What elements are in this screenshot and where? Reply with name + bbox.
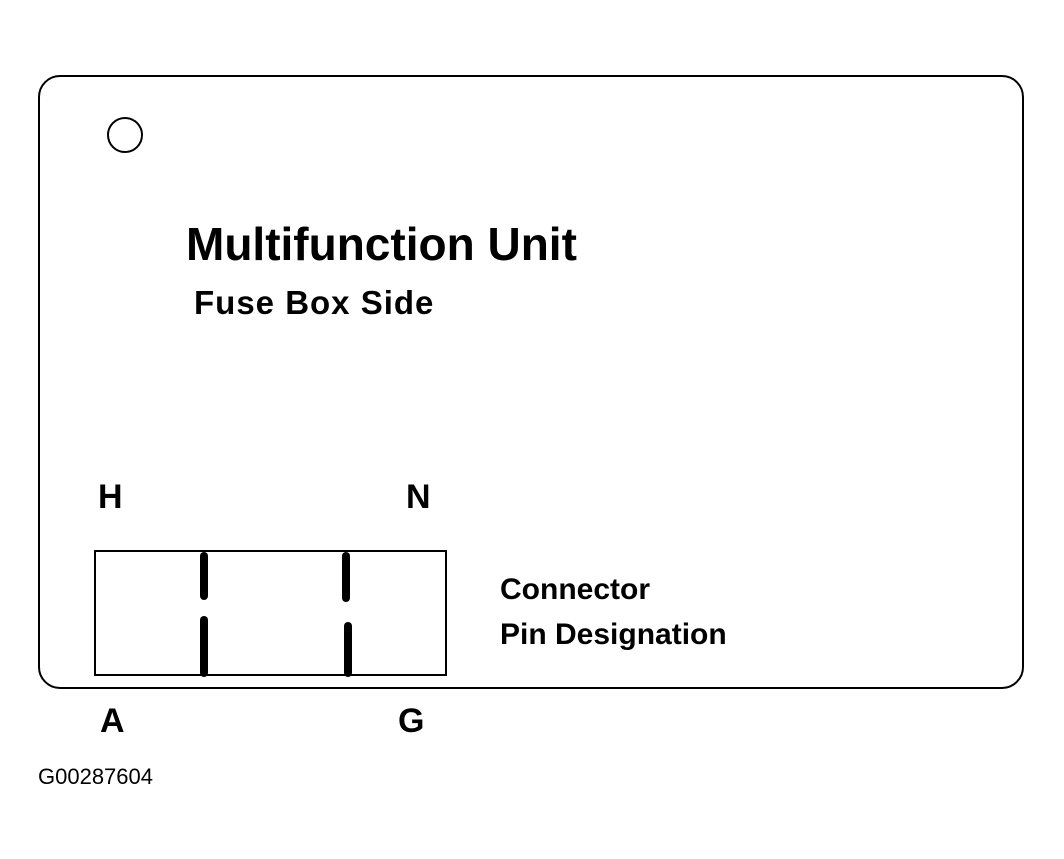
multifunction-unit-outline xyxy=(38,75,1024,689)
pin-label-a: A xyxy=(100,702,125,740)
pin-label-h: H xyxy=(98,478,123,516)
unit-subtitle: Fuse Box Side xyxy=(194,284,435,321)
pin-label-n: N xyxy=(406,478,431,516)
caption-pin-designation: Pin Designation xyxy=(500,618,727,651)
pin-label-g: G xyxy=(398,702,425,740)
caption-connector: Connector xyxy=(500,573,650,606)
figure-id: G00287604 xyxy=(38,764,153,789)
mounting-hole-icon xyxy=(107,117,143,153)
connector-body xyxy=(94,550,447,676)
unit-title: Multifunction Unit xyxy=(186,218,577,270)
connector-icon xyxy=(94,550,447,677)
